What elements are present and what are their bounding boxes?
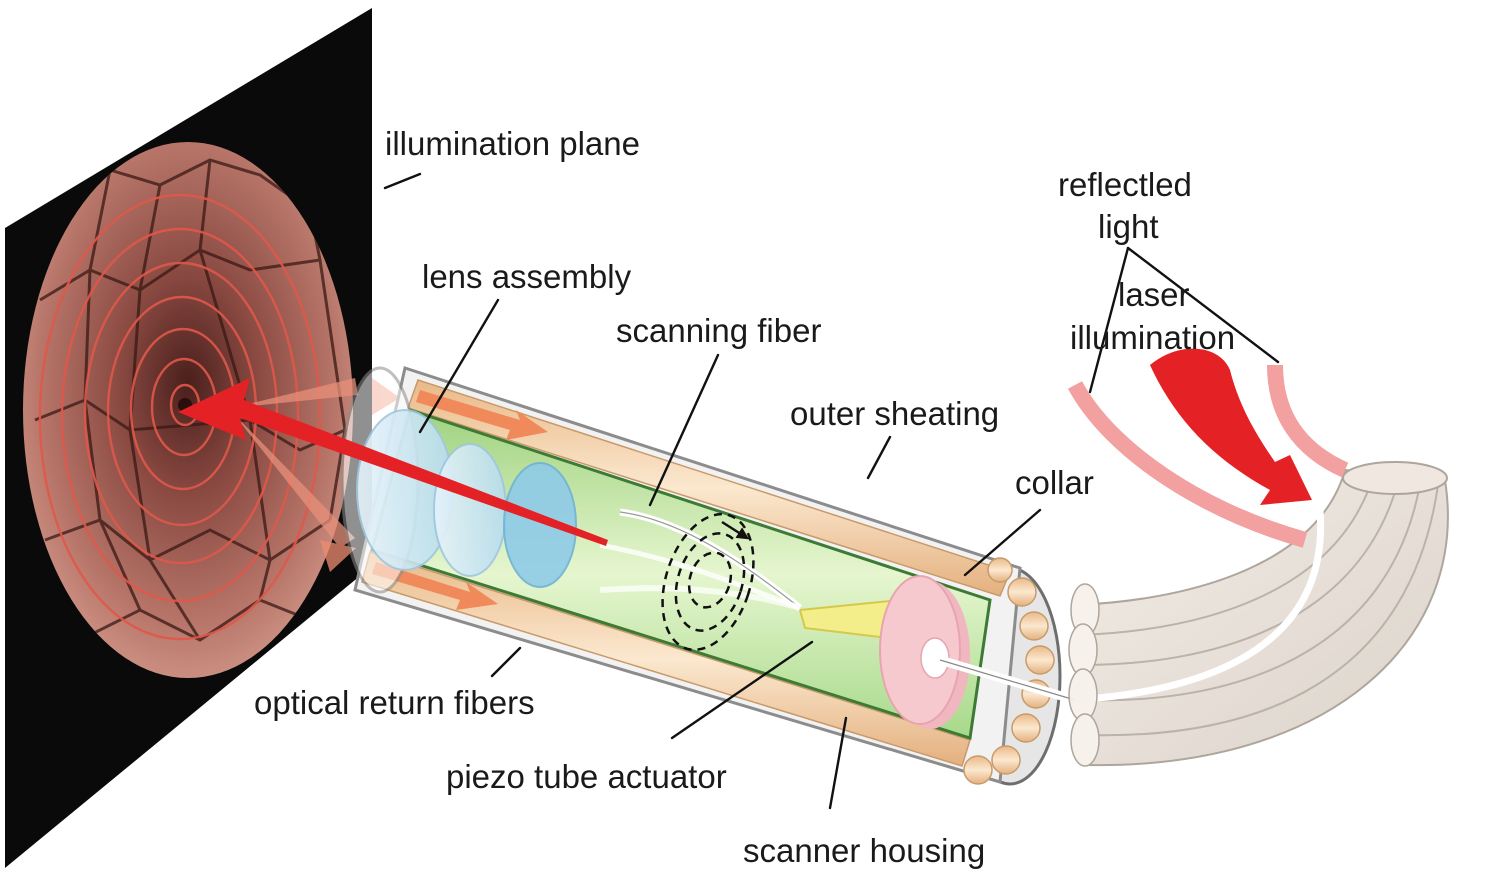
bundle-center-fiber xyxy=(1074,509,1325,704)
collar xyxy=(879,575,961,725)
label-optical-return-fibers: optical return fibers xyxy=(254,684,535,721)
laser-illumination-arrow xyxy=(1150,348,1312,505)
label-reflected-light-line1: reflectled xyxy=(1058,166,1192,203)
bottom-fiber-arrow xyxy=(372,562,498,610)
reflected-light-arc-outer xyxy=(1067,381,1308,548)
lens-3 xyxy=(503,462,577,588)
leader-outer-sheating xyxy=(866,435,892,480)
leader-reflected-light-b xyxy=(1126,246,1280,364)
label-lens-assembly: lens assembly xyxy=(422,258,632,295)
leader-scanning-fiber xyxy=(648,353,720,507)
label-piezo-tube-actuator: piezo tube actuator xyxy=(446,758,727,795)
dashed-elliptical-spiral-icon xyxy=(661,512,755,652)
lens-2 xyxy=(433,443,507,577)
leader-illumination-plane xyxy=(383,172,422,190)
laser-beam xyxy=(178,378,608,546)
scanner-tube xyxy=(340,366,1077,786)
label-illumination-plane: illumination plane xyxy=(385,125,640,162)
label-laser-illumination-line1: laser xyxy=(1118,276,1190,313)
label-reflected-light-line2: light xyxy=(1098,208,1159,245)
label-scanning-fiber: scanning fiber xyxy=(616,312,821,349)
label-laser-illumination-line2: illumination xyxy=(1070,319,1235,356)
front-reflected-light xyxy=(232,378,400,572)
leader-lines xyxy=(383,172,1280,810)
arrowhead-icon xyxy=(721,520,750,540)
leader-scanner-housing xyxy=(828,716,848,810)
top-return-fiber xyxy=(407,379,1012,597)
fiber-bundle-end xyxy=(963,557,1055,785)
illumination-plane xyxy=(5,8,372,868)
label-collar: collar xyxy=(1015,464,1094,501)
label-scanner-housing: scanner housing xyxy=(743,832,985,869)
scanning-fiber-center xyxy=(599,542,801,611)
reflected-light-arc-inner xyxy=(1267,364,1349,478)
leader-optical-return-fibers xyxy=(490,646,522,678)
leader-lens-assembly xyxy=(418,298,500,434)
label-outer-sheating: outer sheating xyxy=(790,395,999,432)
leader-reflected-light-a xyxy=(1088,246,1130,394)
top-fiber-arrow xyxy=(416,390,548,440)
curved-fiber-bundle xyxy=(1068,461,1449,767)
leader-collar xyxy=(963,508,1042,577)
leader-piezo-tube-actuator xyxy=(670,640,814,740)
